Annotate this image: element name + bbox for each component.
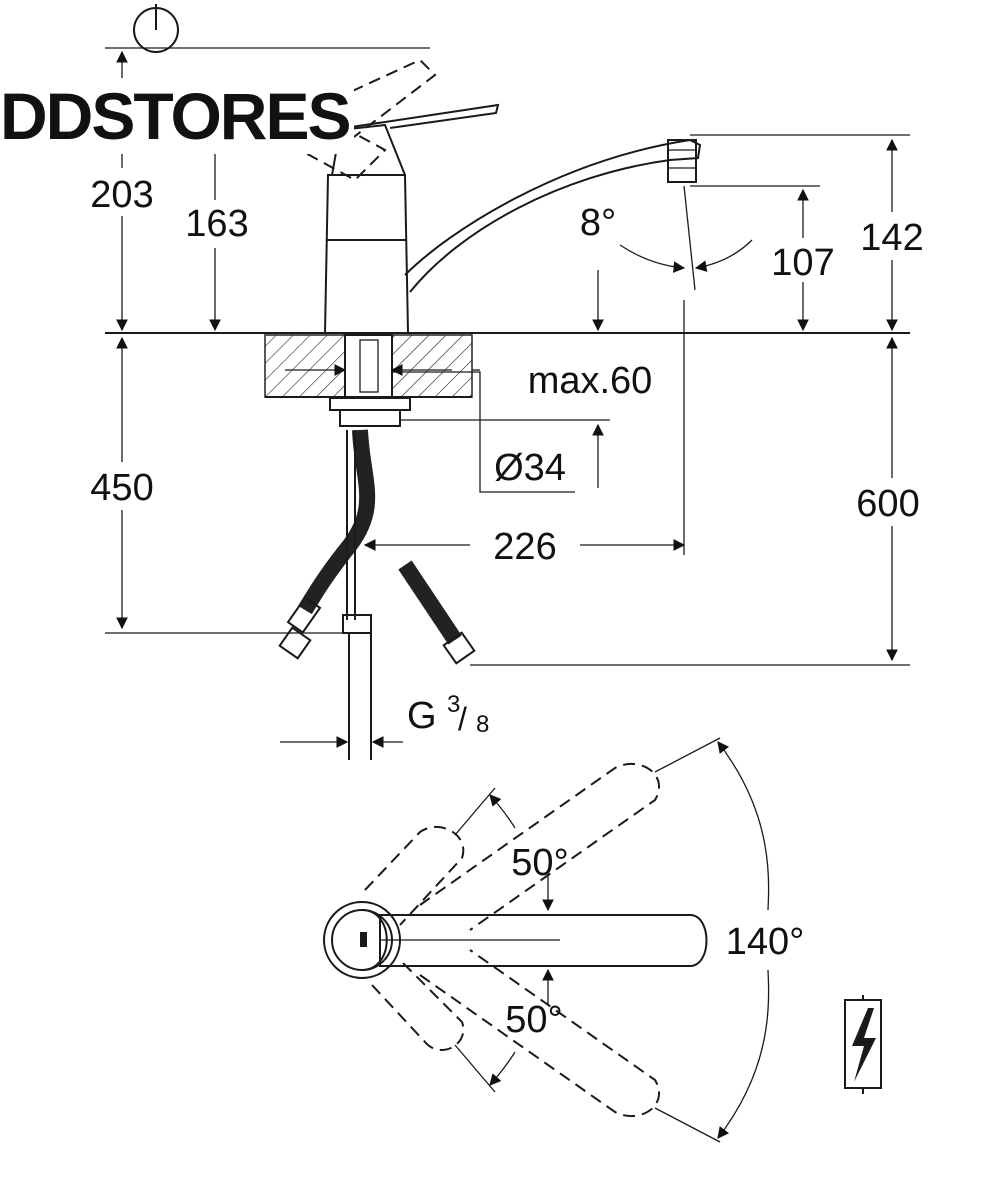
angle-50-bottom-arc: [489, 1051, 516, 1086]
countertop-section: [264, 334, 473, 427]
supply-hoses: [278, 429, 476, 760]
angle-140-label: 140°: [726, 921, 805, 963]
thread-g-label: G: [407, 695, 437, 737]
angle-8-label: 8°: [580, 202, 616, 244]
diameter-bracket: [392, 371, 575, 493]
brand-watermark: DDSTORES: [0, 78, 354, 154]
angle-50-bottom-label: 50°: [505, 999, 562, 1041]
dim-163-label: 163: [185, 203, 248, 245]
dim-142-label: 142: [860, 217, 923, 259]
angle-8-arc-left: [619, 244, 686, 273]
max-thickness-label: max.60: [528, 360, 653, 402]
water-stream-line: [683, 185, 696, 291]
reach-226-label: 226: [493, 526, 556, 568]
electric-lightning-icon: [844, 995, 882, 1094]
dim-600-label: 600: [856, 483, 919, 525]
angle-140-arc-bottom: [717, 969, 770, 1139]
angle-50-top-label: 50°: [511, 842, 568, 884]
thread-denominator: 8: [476, 711, 489, 738]
diameter-34-label: Ø34: [494, 447, 566, 489]
power-icon: [133, 4, 179, 53]
thread-numerator: 3: [447, 691, 460, 718]
dim-450-label: 450: [90, 467, 153, 509]
faucet-body: [323, 103, 702, 334]
angle-140-arc-top: [717, 741, 770, 911]
dim-107-label: 107: [771, 242, 834, 284]
angle-50-top-arc: [489, 794, 516, 829]
svg-text:/: /: [458, 701, 467, 737]
top-view-lever-rotation: [323, 737, 721, 1143]
angle-8-arc-right: [694, 239, 753, 272]
dim-203-label: 203: [90, 174, 153, 216]
